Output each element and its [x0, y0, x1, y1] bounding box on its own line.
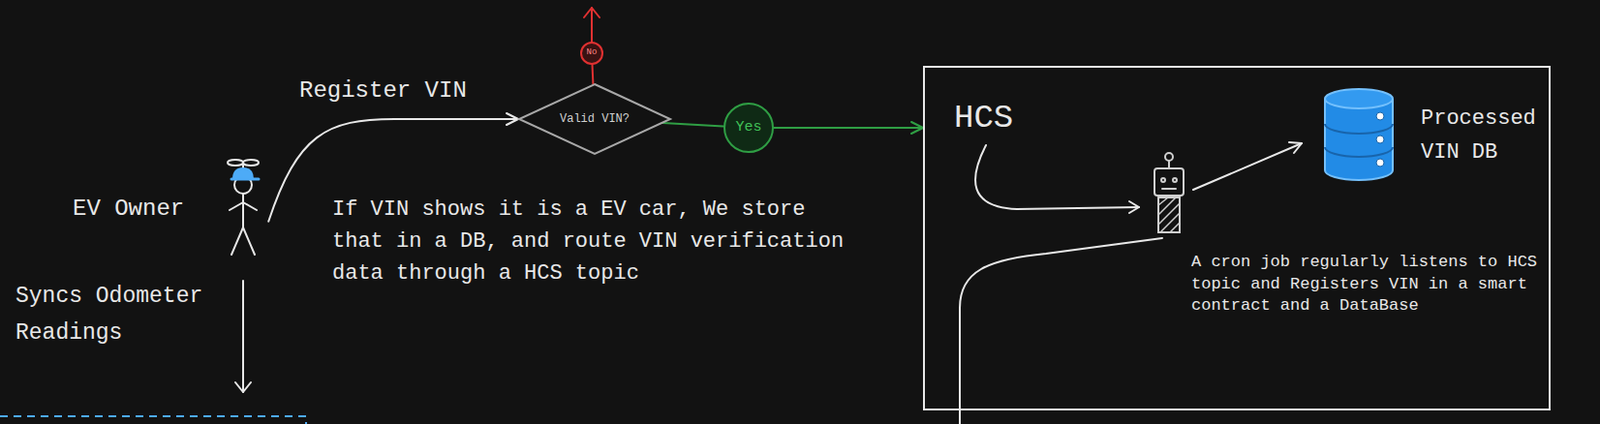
- database-part: [1324, 89, 1393, 109]
- robot-eye: [1161, 178, 1166, 183]
- hcs-to-cron-arrow: [975, 145, 1139, 214]
- note-text: If VIN shows it is a EV car, We store th…: [332, 193, 861, 290]
- decision-diamond: Valid VIN?: [518, 83, 672, 155]
- actor-figure: EV Owner: [72, 157, 269, 261]
- no-exit-arrow: [584, 7, 600, 42]
- connector: [591, 64, 595, 85]
- incoming-line: [959, 238, 1163, 424]
- figure-part: [243, 159, 259, 166]
- actor-label: EV Owner: [72, 195, 185, 224]
- decision-text: Valid VIN?: [559, 112, 630, 126]
- database-part: [1376, 135, 1385, 144]
- robot-head: [1154, 168, 1184, 196]
- robot-body: [1158, 197, 1180, 233]
- figure-part: [231, 178, 259, 182]
- panel-title: HCS: [953, 101, 1014, 135]
- arrow-head: [911, 122, 924, 134]
- edge-label-wrap: Register VIN: [295, 77, 471, 106]
- figure-part: [227, 159, 244, 166]
- database-icon: [1322, 87, 1396, 185]
- cron-to-db-arrow: [1193, 142, 1302, 190]
- robot-antenna: [1165, 153, 1173, 161]
- label-wrap: If VIN shows it is a EV car, We store th…: [332, 193, 861, 290]
- outcome-text: Yes: [735, 120, 762, 137]
- outcome-circle: No: [580, 41, 604, 65]
- service-panel: HCS Processed VIN DB: [923, 65, 1551, 411]
- arrow-line: [242, 280, 245, 393]
- arrow-line: [590, 7, 593, 42]
- outcome-circle: Yes: [723, 102, 774, 154]
- arrow-head: [1289, 142, 1302, 154]
- figure-part: [242, 193, 245, 228]
- note-text: A cron job regularly listens to HCS topi…: [1191, 251, 1542, 318]
- arrow-head: [235, 382, 251, 393]
- edge-label: Register VIN: [295, 77, 471, 104]
- database-label: Processed VIN DB: [1420, 101, 1542, 170]
- sync-arrow: [235, 280, 251, 393]
- outcome-text: No: [586, 48, 598, 59]
- arrow-head: [1129, 201, 1139, 214]
- arrow-head: [506, 113, 519, 125]
- arrow-head: [584, 7, 600, 18]
- figure-part: [233, 168, 253, 180]
- stick-figure: [217, 157, 269, 261]
- figure-part: [227, 159, 259, 255]
- label-wrap: A cron job regularly listens to HCS topi…: [1191, 251, 1542, 318]
- arrow-line: [975, 145, 1139, 210]
- connector: [773, 126, 924, 129]
- circle-shape: [724, 103, 773, 153]
- connector: [662, 123, 724, 127]
- circle-shape: [581, 42, 603, 64]
- figure-part: [231, 227, 255, 255]
- dashed-region: [0, 416, 307, 424]
- robot-hatch: [1158, 197, 1180, 233]
- label-wrap: Syncs Odometer Readings: [15, 277, 224, 352]
- figure-part: [229, 202, 257, 211]
- robot-eye: [1172, 178, 1177, 183]
- database-part: [1376, 158, 1385, 167]
- robot-icon: [1154, 153, 1184, 233]
- database-part: [1324, 98, 1393, 181]
- database-part: [1324, 123, 1393, 157]
- diamond-shape: [519, 84, 671, 154]
- robot-antenna-stem: [1168, 160, 1170, 169]
- robot-mouth: [1162, 187, 1176, 190]
- arrow-line: [1193, 143, 1302, 190]
- database-node: Processed VIN DB: [1322, 87, 1542, 185]
- database-part: [1376, 112, 1385, 121]
- note-text: Syncs Odometer Readings: [15, 277, 224, 352]
